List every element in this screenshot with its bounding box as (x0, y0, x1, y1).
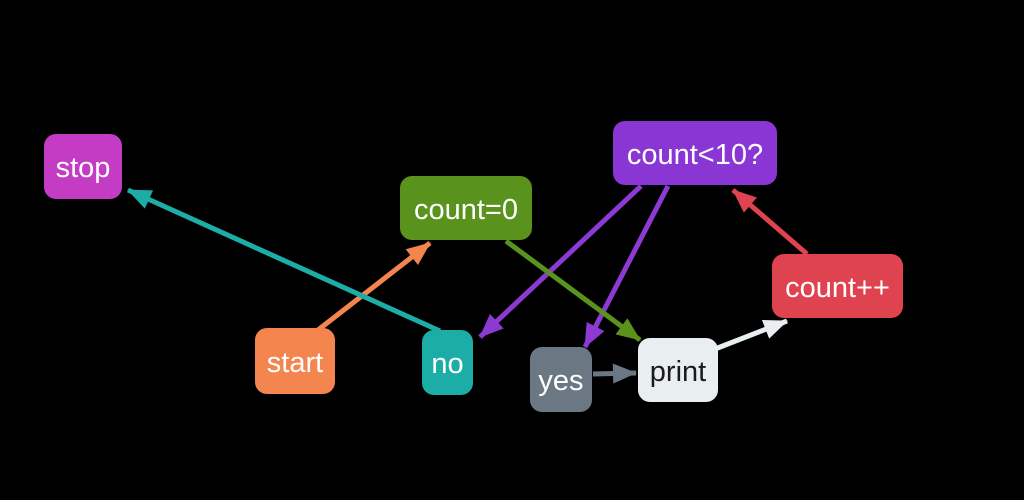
node-label-yes: yes (538, 365, 584, 397)
node-label-stop: stop (55, 152, 111, 184)
flowchart-node-count-init: count=0 (400, 176, 532, 240)
edge-print-to-increment (714, 318, 788, 352)
flowchart-node-stop: stop (44, 134, 122, 199)
node-label-print: print (649, 355, 707, 388)
flowchart-node-start: start (255, 328, 335, 394)
flowchart-node-yes: yes (530, 347, 592, 412)
edge-count-init-to-print (504, 238, 642, 343)
node-label-count-init: count=0 (413, 193, 518, 226)
node-label-condition: count<10? (626, 138, 764, 171)
node-label-start: start (266, 346, 324, 379)
edge-condition-to-yes (582, 184, 671, 349)
node-label-increment: count++ (785, 271, 890, 304)
edge-start-to-count-init (316, 241, 432, 332)
node-label-no: no (431, 348, 464, 380)
flowchart-node-no: no (422, 330, 473, 395)
edge-increment-to-condition (731, 188, 809, 256)
flowchart-node-condition: count<10? (613, 121, 777, 185)
edge-no-to-stop (126, 187, 442, 334)
flowchart-node-increment: count++ (772, 254, 903, 318)
flowchart-node-print: print (638, 338, 718, 402)
edge-yes-to-print (592, 363, 637, 384)
